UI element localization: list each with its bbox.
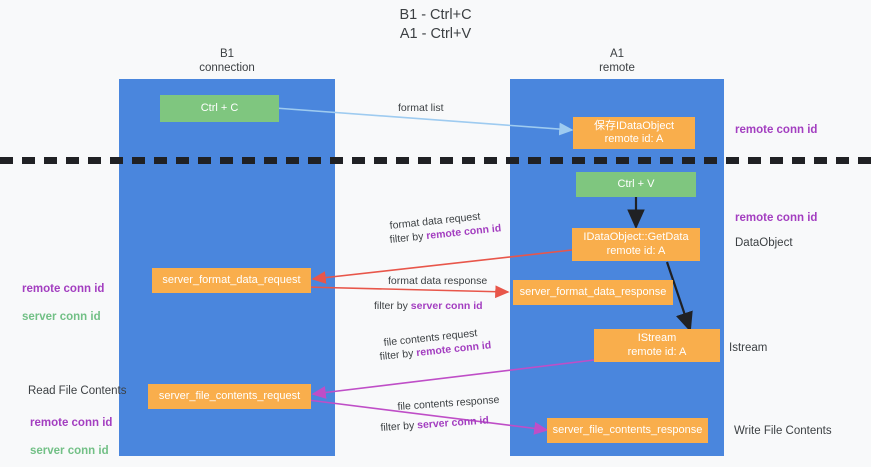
left-label-remote-conn-id: remote conn id bbox=[22, 283, 105, 295]
edge-label-file-contents-response: file contents response bbox=[397, 393, 500, 414]
filter-key-server-conn-id: server conn id bbox=[410, 300, 483, 312]
istream-box[interactable]: IStream remote id: A bbox=[594, 329, 720, 362]
edge-label-file-contents-response-text: file contents response bbox=[397, 393, 500, 413]
server-file-contents-request-box[interactable]: server_file_contents_request bbox=[148, 384, 311, 409]
idataobject-box[interactable]: 保存IDataObject remote id: A bbox=[573, 117, 695, 149]
left-label-remote-conn-id: remote conn id bbox=[30, 417, 113, 429]
ctrl-c-box[interactable]: Ctrl + C bbox=[160, 95, 279, 122]
getdata-box[interactable]: IDataObject::GetData remote id: A bbox=[572, 228, 700, 261]
server-file-contents-response-box[interactable]: server_file_contents_response bbox=[547, 418, 708, 443]
left-label-ids-bottom: remote conn id server conn id bbox=[30, 402, 112, 458]
ctrl-v-box[interactable]: Ctrl + V bbox=[576, 172, 696, 197]
edge-label-format-data-response-filter: filter by server conn id bbox=[374, 299, 483, 313]
left-label-read-file-contents: Read File Contents bbox=[28, 385, 127, 397]
left-label-server-conn-id: server conn id bbox=[30, 445, 109, 457]
left-label-ids-mid: remote conn id server conn id bbox=[22, 268, 104, 324]
right-label-remote-conn-id-mid: remote conn id bbox=[735, 212, 818, 224]
edge-label-format-data-response: format data response bbox=[388, 275, 488, 287]
filter-key-server-conn-id: server conn id bbox=[416, 414, 490, 432]
filter-prefix: filter by bbox=[374, 300, 411, 312]
right-label-istream: Istream bbox=[729, 342, 768, 354]
filter-prefix: filter by bbox=[379, 347, 417, 363]
filter-prefix: filter by bbox=[380, 419, 418, 434]
left-label-server-conn-id: server conn id bbox=[22, 311, 101, 323]
column-header-a1: A1 remote bbox=[599, 48, 635, 74]
server-format-data-response-box[interactable]: server_format_data_response bbox=[513, 280, 673, 305]
column-header-b1: B1 connection bbox=[199, 48, 255, 74]
edge-label-file-contents-response-filter: filter by server conn id bbox=[380, 413, 489, 435]
right-label-remote-conn-id-top: remote conn id bbox=[735, 124, 818, 136]
filter-prefix: filter by bbox=[389, 230, 427, 246]
diagram-title: B1 - Ctrl+C A1 - Ctrl+V bbox=[399, 7, 472, 42]
server-format-data-request-box[interactable]: server_format_data_request bbox=[152, 268, 311, 293]
right-label-data-object: DataObject bbox=[735, 237, 793, 249]
edge-label-format-list: format list bbox=[398, 102, 444, 114]
right-label-write-file-contents: Write File Contents bbox=[734, 425, 832, 437]
